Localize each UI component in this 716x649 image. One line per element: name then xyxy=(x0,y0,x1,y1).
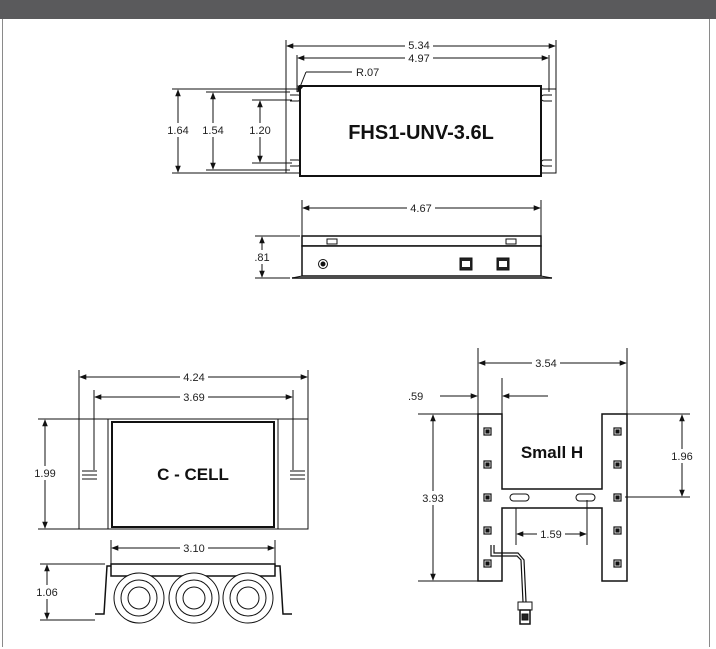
dim-3-10: 3.10 xyxy=(183,543,204,555)
smallh-holes xyxy=(483,427,622,568)
smallh-model-label: Small H xyxy=(521,443,583,462)
fhs1-top-view xyxy=(172,40,557,177)
dim-r07: R.07 xyxy=(356,67,379,79)
dim-1-99: 1.99 xyxy=(34,468,55,480)
page-frame xyxy=(2,19,710,647)
dim-4-67: 4.67 xyxy=(410,203,431,215)
fhs1-lid-slot xyxy=(505,238,517,245)
fhs1-body xyxy=(299,85,542,177)
fhs1-model-label: FHS1-UNV-3.6L xyxy=(348,122,494,144)
dim-3-69: 3.69 xyxy=(183,392,204,404)
smallh-dims: 3.54 .59 1.96 3.93 1.59 Small H xyxy=(408,356,697,541)
fhs1-side-view xyxy=(255,200,553,279)
ccell-top-dims: 4.24 3.69 1.99 C - CELL xyxy=(30,370,229,484)
fhs1-side-lid xyxy=(301,235,542,247)
dim-81: .81 xyxy=(254,252,269,264)
dim-4-97: 4.97 xyxy=(408,53,429,65)
fhs1-indicator xyxy=(318,259,328,269)
dim-1-54: 1.54 xyxy=(202,125,223,137)
ccell-side-view xyxy=(40,540,292,624)
ccell-cells xyxy=(113,572,274,624)
dim-5-34: 5.34 xyxy=(408,40,429,52)
smallh-bracket xyxy=(477,413,628,582)
dim-3-93: 3.93 xyxy=(422,493,443,505)
dim-1-06: 1.06 xyxy=(36,587,57,599)
ccell-model-label: C - CELL xyxy=(157,465,229,484)
ccell-top-view xyxy=(38,370,309,530)
header-bar xyxy=(0,0,716,19)
smallh-view xyxy=(418,348,690,625)
fhs1-top-dims: 5.34 4.97 R.07 1.64 1.54 1.20 FHS1-UNV-3… xyxy=(163,39,494,144)
dim-59: .59 xyxy=(408,391,423,403)
dim-1-96: 1.96 xyxy=(671,451,692,463)
dim-4-24: 4.24 xyxy=(183,372,204,384)
smallh-slot xyxy=(509,493,530,502)
fhs1-lid-slot xyxy=(326,238,338,245)
dim-1-20: 1.20 xyxy=(249,125,270,137)
dim-1-59: 1.59 xyxy=(540,529,561,541)
ccell-body xyxy=(111,421,275,528)
dim-1-64: 1.64 xyxy=(167,125,188,137)
smallh-wire-harness xyxy=(490,545,533,625)
smallh-slot xyxy=(575,493,596,502)
ccell-side-dims: 3.10 1.06 xyxy=(32,541,208,599)
dim-3-54: 3.54 xyxy=(535,358,556,370)
fhs1-side-dims: 4.67 .81 xyxy=(251,202,435,264)
